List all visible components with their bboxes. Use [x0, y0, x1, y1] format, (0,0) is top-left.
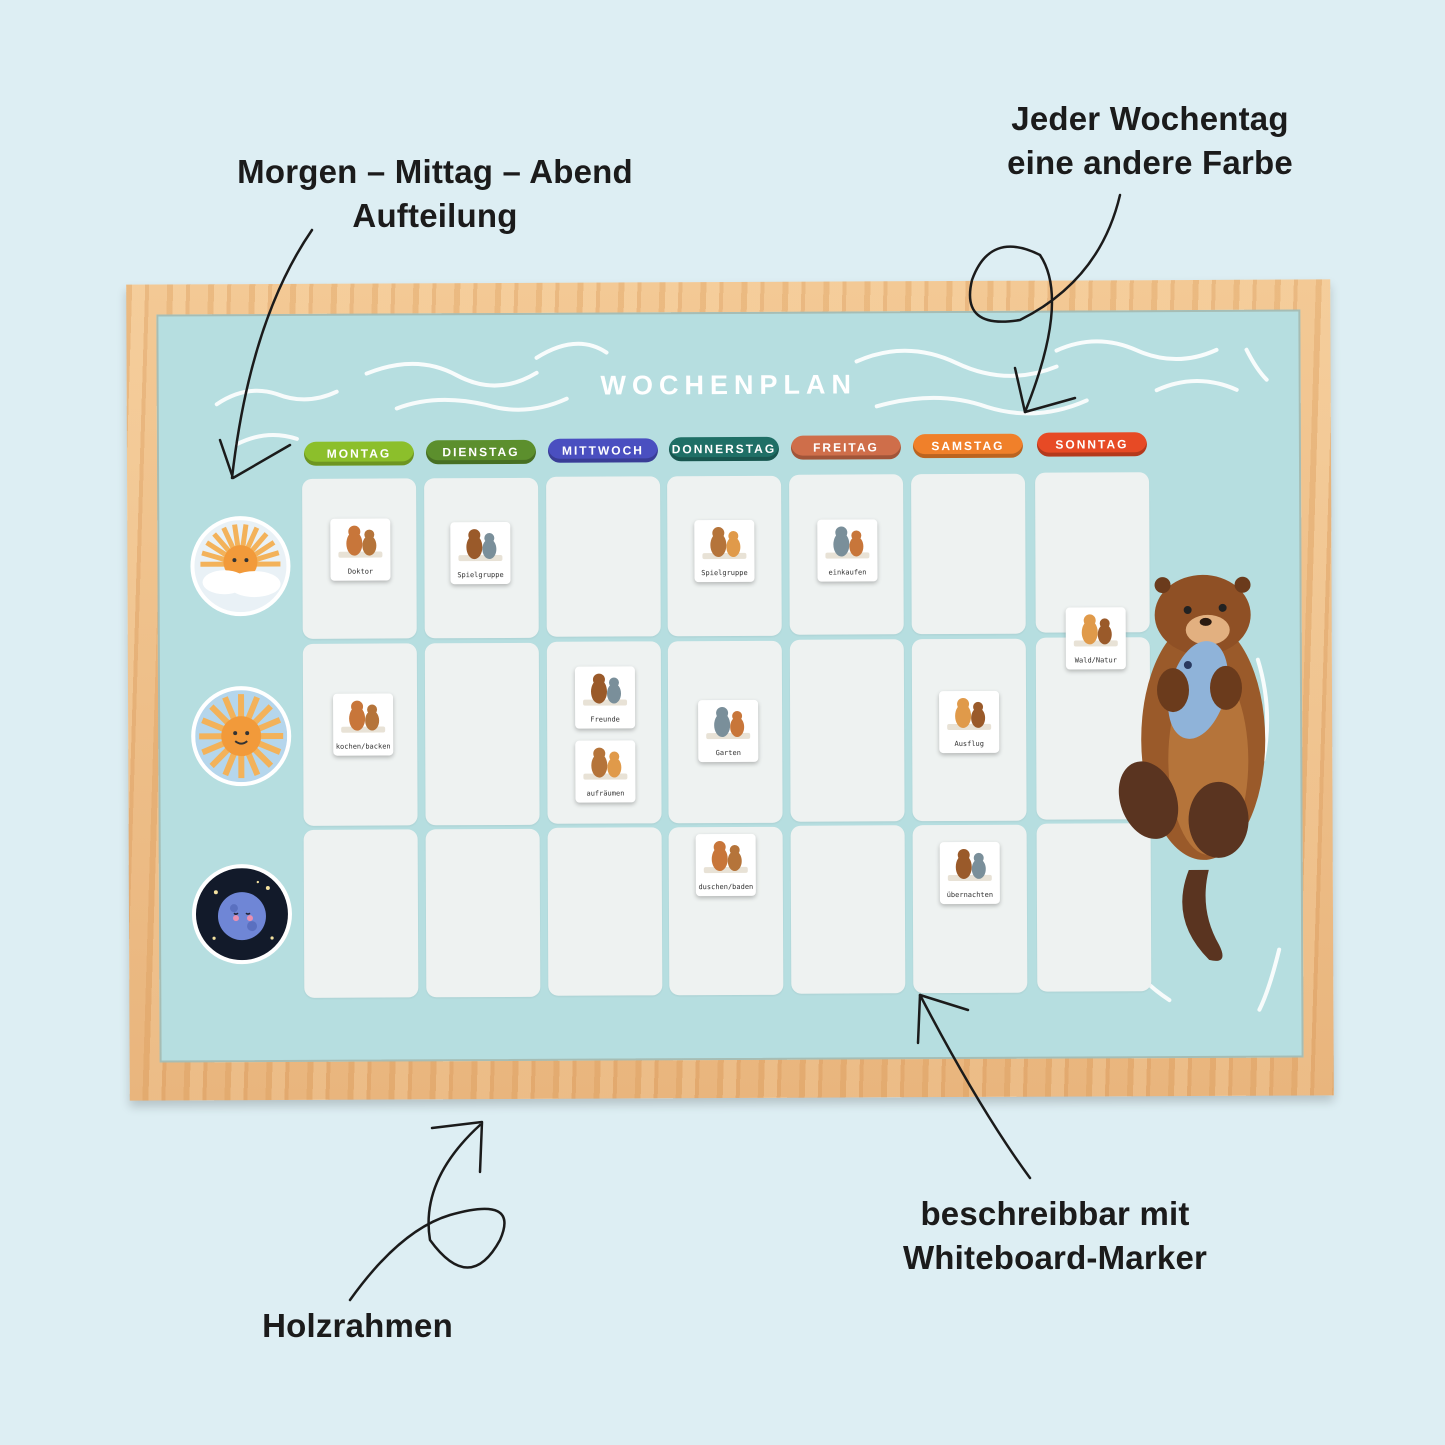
annotation-time-split: Morgen – Mittag – Abend Aufteilung [220, 150, 650, 238]
sun-rising-icon [190, 515, 291, 617]
activity-card-label: einkaufen [828, 568, 867, 577]
playgroup-icon [702, 527, 747, 560]
annotation-line: Aufteilung [352, 197, 518, 234]
moon-icon [191, 863, 293, 965]
annotation-line: Holzrahmen [262, 1307, 453, 1344]
trip-icon [947, 697, 992, 731]
annotation-wood-frame: Holzrahmen [235, 1304, 480, 1348]
schedule-cell[interactable] [425, 828, 541, 997]
activity-card[interactable]: aufräumen [575, 740, 636, 803]
activity-card-label: übernachten [946, 890, 994, 900]
activity-card[interactable]: Garten [698, 699, 759, 763]
activity-card[interactable]: Ausflug [939, 690, 1000, 754]
annotation-line: beschreibbar mit [920, 1195, 1190, 1232]
activity-card[interactable]: Freunde [574, 666, 636, 729]
doctor-icon [338, 525, 383, 558]
activity-card[interactable]: Spielgruppe [694, 519, 755, 583]
schedule-cell[interactable] [789, 639, 905, 822]
forest-icon [1073, 614, 1118, 647]
activity-card[interactable]: einkaufen [817, 519, 878, 582]
annotation-line: Morgen – Mittag – Abend [237, 153, 633, 190]
day-label-sonntag: SONNTAG [1036, 432, 1147, 457]
otter-illustration [1118, 574, 1266, 961]
day-label-donnerstag: DONNERSTAG [668, 436, 780, 462]
sun-icon [190, 685, 292, 787]
schedule-cell[interactable] [546, 476, 661, 637]
board-title: WOCHENPLAN [600, 369, 857, 401]
wooden-frame: WOCHENPLAN MONTAG DIENSTAG MITTWOCH DONNERS… [126, 279, 1334, 1101]
activity-card[interactable]: Wald/Natur [1065, 607, 1126, 670]
day-label-mittwoch: MITTWOCH [547, 438, 659, 463]
annotation-line: Whiteboard-Marker [902, 1239, 1208, 1276]
whiteboard: WOCHENPLAN MONTAG DIENSTAG MITTWOCH DONNERS… [156, 309, 1304, 1063]
activity-card-label: aufräumen [586, 789, 625, 798]
activity-card-label: kochen/backen [335, 742, 391, 751]
schedule-cell[interactable] [790, 825, 906, 994]
day-label-freitag: FREITAG [790, 435, 901, 460]
day-label-montag: MONTAG [303, 441, 415, 466]
activity-card-label: Spielgruppe [457, 570, 504, 580]
bath-icon [703, 841, 748, 874]
activity-card-label: Spielgruppe [701, 568, 748, 578]
sleepover-icon [947, 848, 992, 882]
activity-card-label: Ausflug [954, 739, 985, 749]
arrowhead [430, 1120, 484, 1174]
schedule-cell[interactable] [424, 642, 540, 825]
activity-card[interactable]: Doktor [330, 518, 391, 581]
annotation-line: Jeder Wochentag [1011, 100, 1289, 137]
activity-card[interactable]: duschen/baden [695, 833, 756, 897]
friends-icon [583, 673, 628, 706]
activity-card[interactable]: übernachten [939, 841, 1000, 905]
annotation-whiteboard: beschreibbar mit Whiteboard-Marker [870, 1192, 1240, 1280]
arrow-to-frame [348, 1123, 506, 1302]
day-label-samstag: SAMSTAG [912, 433, 1023, 459]
playgroup-icon [458, 529, 503, 562]
schedule-cell[interactable] [303, 829, 419, 998]
tidy-icon [583, 747, 628, 780]
activity-card-label: Garten [715, 748, 741, 758]
activity-card-label: Doktor [347, 567, 374, 576]
activity-card[interactable]: kochen/backen [333, 693, 394, 756]
activity-card-label: duschen/baden [698, 882, 754, 892]
activity-card-label: Freunde [590, 715, 620, 724]
shopping-icon [825, 526, 870, 559]
annotation-day-colors: Jeder Wochentag eine andere Farbe [985, 97, 1315, 185]
day-label-dienstag: DIENSTAG [425, 439, 537, 465]
annotation-line: eine andere Farbe [1007, 144, 1293, 181]
schedule-cell[interactable] [547, 827, 663, 996]
schedule-cell[interactable] [911, 473, 1026, 634]
garden-icon [706, 707, 751, 740]
activity-card[interactable]: Spielgruppe [450, 521, 511, 585]
cooking-icon [341, 700, 386, 733]
